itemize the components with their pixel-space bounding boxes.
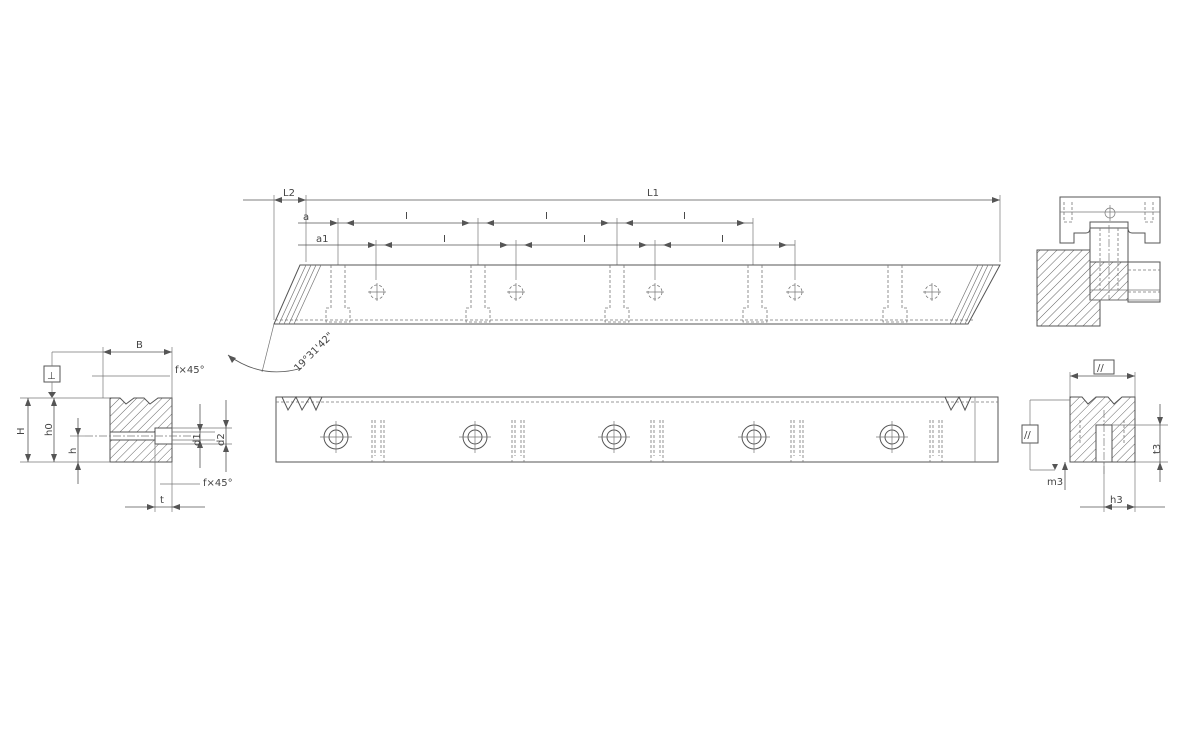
counterbored-holes [320, 421, 908, 453]
assembly-section [1036, 196, 1161, 327]
dim-L2: L2 [283, 188, 295, 199]
parallelism-symbol-side: // [1024, 430, 1031, 441]
hidden-counterbores [325, 265, 908, 323]
dim-a1: a1 [316, 234, 329, 245]
dim-l-4: I [443, 234, 446, 245]
left-section: B ⊥ f×45° H h0 h [16, 340, 233, 512]
front-view [275, 395, 999, 463]
dim-t3: t3 [1152, 444, 1163, 454]
threaded-holes-top [368, 283, 941, 301]
top-view: L2 L1 a I I I a1 I I I [227, 188, 1001, 375]
dim-d1: d1 [192, 433, 203, 446]
dim-l-3: I [683, 211, 686, 222]
dim-l-6: I [721, 234, 724, 245]
dim-l-5: I [583, 234, 586, 245]
dim-h0: h0 [44, 423, 55, 436]
dim-m3: m3 [1047, 477, 1063, 488]
dim-fx45-top: f×45° [175, 365, 205, 376]
dim-h: h [68, 448, 79, 454]
dim-l-1: I [405, 211, 408, 222]
perpendicularity-symbol: ⊥ [47, 371, 56, 382]
hidden-threaded-holes [371, 420, 943, 462]
dim-d2: d2 [216, 433, 227, 446]
dim-fx45-bottom: f×45° [203, 478, 233, 489]
parallelism-symbol-top: // [1097, 363, 1104, 374]
dim-a: a [303, 212, 309, 223]
dim-l-2: I [545, 211, 548, 222]
right-section: // // m3 t3 h3 [1021, 359, 1168, 512]
dim-t: t [160, 495, 164, 506]
dim-h3: h3 [1110, 495, 1123, 506]
dim-B: B [136, 340, 143, 351]
dim-H: H [16, 427, 27, 435]
dim-L1: L1 [647, 188, 659, 199]
dim-angle: 19°31'42" [292, 331, 336, 375]
